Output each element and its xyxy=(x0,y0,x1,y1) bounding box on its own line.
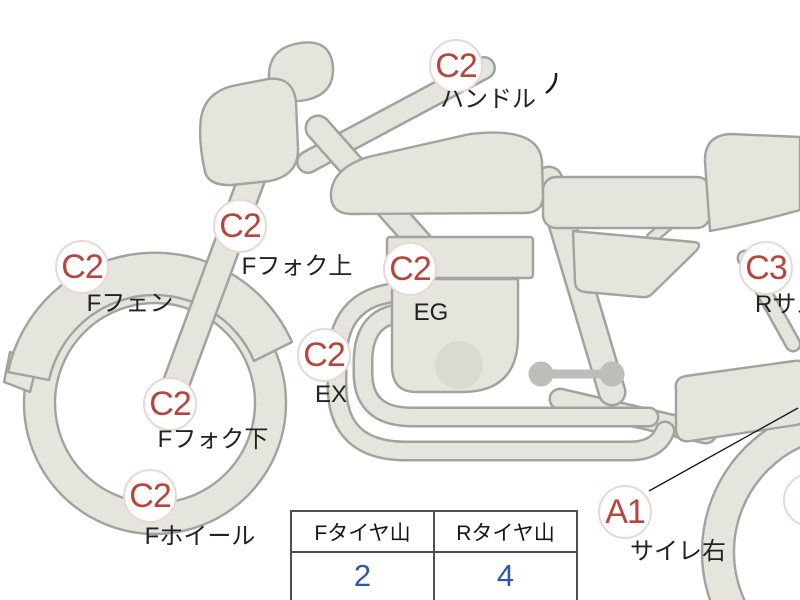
grade-badge-ffender: C2 xyxy=(55,240,109,294)
front-tire-header: Fタイヤ山 xyxy=(292,512,435,551)
headlight xyxy=(198,77,300,187)
grade-badge-ffork-lower: C2 xyxy=(143,377,197,431)
part-label-fwheel: Fホイール xyxy=(144,523,256,550)
engine-block xyxy=(390,277,520,394)
part-label-engine: EG xyxy=(413,299,449,326)
part-label-ffork-lower: Fフォク下 xyxy=(157,426,269,453)
grade-text: C2 xyxy=(303,335,345,374)
grade-text: C3 xyxy=(745,248,787,287)
rear-tire-header: Rタイヤ山 xyxy=(456,522,555,545)
engine-crankcase-circle xyxy=(435,341,483,389)
footpeg-left-cap xyxy=(528,361,554,387)
part-label-ffender: Fフェン xyxy=(86,290,174,317)
grade-badge-handlebar: C2 xyxy=(429,39,483,93)
grade-text: C2 xyxy=(219,206,261,245)
part-label-handlebar: ハンドル xyxy=(440,86,536,113)
tire-table-value-row: 2 4 xyxy=(292,553,576,600)
tire-table-header-row: Fタイヤ山 Rタイヤ山 xyxy=(292,512,576,553)
part-label-exhaust: EX xyxy=(314,381,348,408)
part-label-rsus: Rサス xyxy=(755,291,800,318)
rear-tire-tread-value: 4 xyxy=(496,558,515,593)
fuel-tank xyxy=(329,131,545,216)
grade-badge-ffork-upper: C2 xyxy=(213,199,267,253)
grade-text: C2 xyxy=(61,247,103,286)
rear-wheel-rim xyxy=(732,446,800,600)
grade-text: A1 xyxy=(605,492,646,531)
tire-tread-table: Fタイヤ山 Rタイヤ山 2 4 xyxy=(290,510,578,600)
grade-badge-exhaust: C2 xyxy=(297,328,351,382)
tube-fill xyxy=(329,284,673,459)
grade-text: C2 xyxy=(149,384,191,423)
pointer-line xyxy=(648,407,799,492)
grade-badge-engine: C2 xyxy=(383,242,437,296)
part-label-ffork-upper: Fフォク上 xyxy=(241,253,353,280)
part-label-silencer: サイレ右 xyxy=(630,538,726,565)
footpeg-right-cap xyxy=(599,361,625,387)
muffler xyxy=(674,359,800,443)
brake-lever-mark xyxy=(545,72,558,95)
side-cover xyxy=(571,229,701,299)
grade-text: C2 xyxy=(435,46,477,85)
seat xyxy=(541,175,712,230)
grade-text: C2 xyxy=(129,476,171,515)
grade-text: C xyxy=(798,481,800,520)
grade-badge-silencer: A1 xyxy=(598,485,652,539)
exhaust-pipe-inner xyxy=(352,302,660,428)
grade-badge-rsus: C3 xyxy=(739,241,793,295)
grade-badge-fwheel: C2 xyxy=(123,469,177,523)
grade-text: C2 xyxy=(389,249,431,288)
front-tire-tread-value: 2 xyxy=(292,553,435,600)
tube-fill xyxy=(355,305,657,425)
exhaust-pipe-outer xyxy=(326,281,676,462)
tail-cowl xyxy=(703,132,800,233)
footpeg-bar xyxy=(528,361,625,387)
